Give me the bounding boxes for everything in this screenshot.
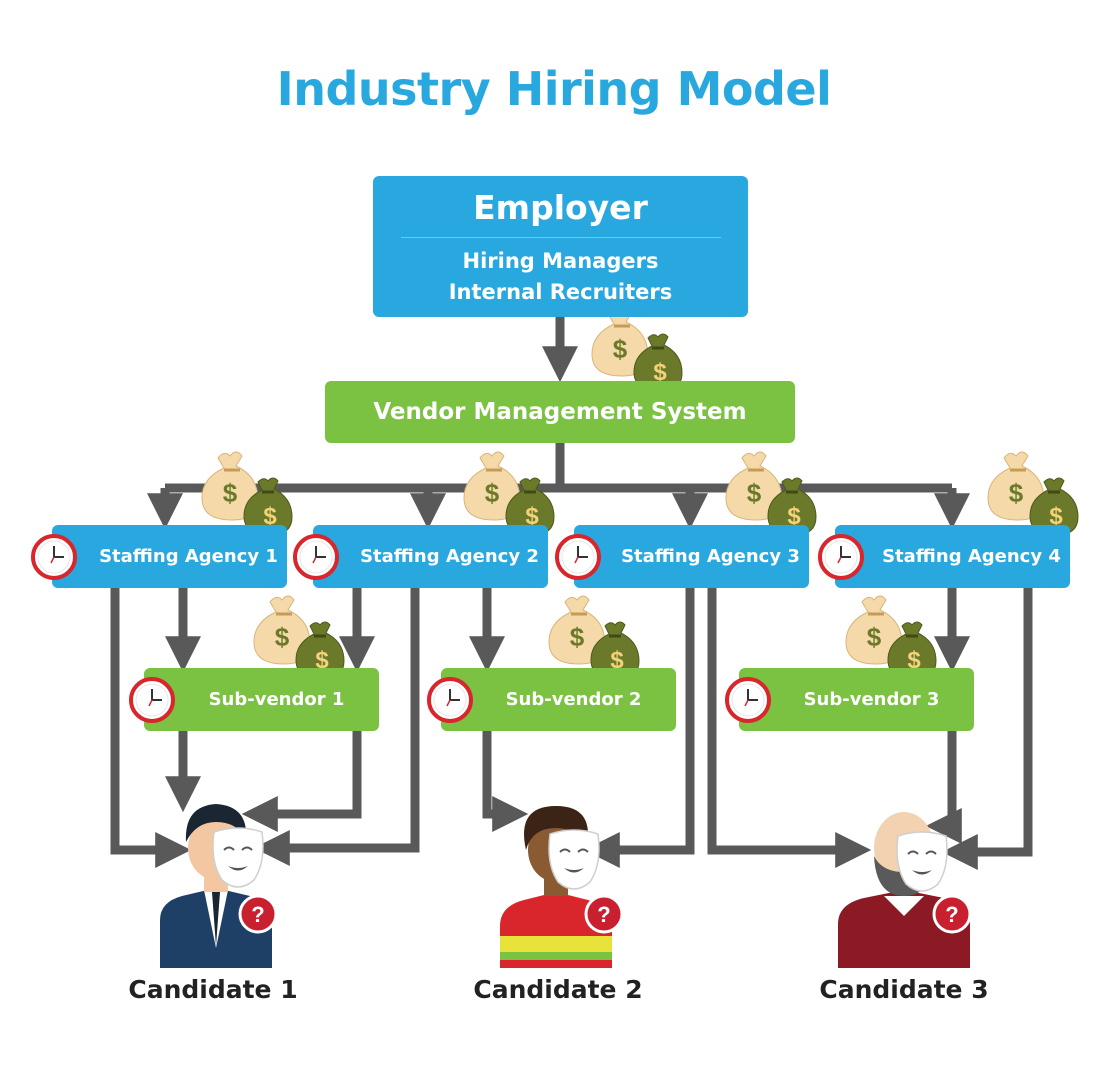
money-bag-icon (844, 594, 938, 681)
connector-sub3-candidate3 (925, 731, 962, 844)
staffing-agency-2-box: Staffing Agency 2 (313, 525, 548, 588)
money-bag-icon (462, 450, 556, 537)
connector-agency3-candidate2 (583, 588, 695, 868)
question-icon (932, 894, 972, 934)
money-bag-icon (986, 450, 1080, 537)
question-icon (584, 894, 624, 934)
connector-lines (110, 317, 1033, 870)
sub-vendor-3-box: Sub-vendor 3 (739, 668, 974, 731)
money-bag-icon (590, 306, 684, 393)
employer-box: Employer Hiring Managers Internal Recrui… (373, 176, 748, 317)
connector-agency1-candidate1 (110, 588, 192, 868)
staffing-agency-3-box: Staffing Agency 3 (574, 525, 809, 588)
connector-sub1-candidate1-b (241, 731, 362, 832)
mask-icon (548, 829, 600, 890)
connector-agency3-candidate3 (707, 588, 872, 868)
agency-label: Staffing Agency 2 (360, 546, 539, 567)
sub-vendor-label: Sub-vendor 3 (803, 689, 940, 710)
candidate-1-figure (160, 804, 278, 968)
money-bag-icon (547, 594, 641, 681)
money-bag-icon (200, 450, 294, 537)
question-icon (238, 894, 278, 934)
connector-sub2-candidate2 (482, 731, 529, 832)
vms-label: Vendor Management System (373, 399, 747, 425)
staffing-agency-1-box: Staffing Agency 1 (52, 525, 287, 588)
connector-agency4-candidate3 (941, 588, 1033, 870)
candidate-1-label: Candidate 1 (128, 975, 298, 1004)
employer-line-2: Internal Recruiters (448, 280, 673, 304)
vendor-management-system-box: Vendor Management System (325, 381, 795, 443)
candidate-2-figure (500, 806, 624, 968)
money-bag-icon (252, 594, 346, 681)
candidate-2-label: Candidate 2 (473, 975, 643, 1004)
diagram-title: Industry Hiring Model (276, 62, 832, 116)
agency-label: Staffing Agency 3 (621, 546, 800, 567)
employer-line-1: Hiring Managers (462, 249, 659, 273)
candidate-3-figure (838, 812, 972, 968)
sub-vendor-label: Sub-vendor 1 (208, 689, 345, 710)
money-bag-icon (724, 450, 818, 537)
connector-agency2-candidate1 (253, 588, 420, 866)
sub-vendor-label: Sub-vendor 2 (505, 689, 642, 710)
mask-icon (212, 827, 264, 888)
employer-heading: Employer (473, 188, 648, 227)
sub-vendor-2-box: Sub-vendor 2 (441, 668, 676, 731)
agency-label: Staffing Agency 1 (99, 546, 278, 567)
staffing-agency-4-box: Staffing Agency 4 (835, 525, 1070, 588)
mask-icon (896, 831, 948, 892)
employer-divider (400, 237, 721, 238)
sub-vendor-1-box: Sub-vendor 1 (144, 668, 379, 731)
agency-label: Staffing Agency 4 (882, 546, 1061, 567)
candidate-3-label: Candidate 3 (819, 975, 989, 1004)
